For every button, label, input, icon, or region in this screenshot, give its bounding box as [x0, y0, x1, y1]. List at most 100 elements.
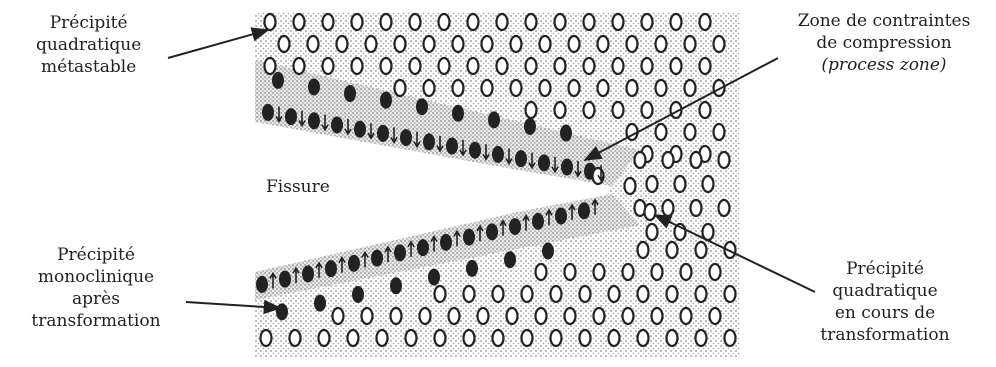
- open-circle: [645, 222, 659, 242]
- open-circle: [640, 12, 654, 32]
- compression-arrow: [476, 224, 484, 242]
- filled-circle: [578, 202, 590, 220]
- open-circle: [567, 34, 581, 54]
- compression-arrow: [321, 114, 329, 132]
- open-circle: [462, 328, 476, 348]
- open-circle: [462, 284, 476, 304]
- open-circle: [694, 240, 708, 260]
- filled-circle: [538, 154, 550, 172]
- open-circle: [673, 174, 687, 194]
- open-circle: [611, 100, 625, 120]
- label-transformation: Précipité quadratique en cours de transf…: [820, 259, 950, 345]
- open-circle: [505, 306, 519, 326]
- open-circle: [633, 150, 647, 170]
- open-circle: [665, 328, 679, 348]
- leader-monoclinique: [185, 299, 282, 315]
- filled-circle: [532, 212, 544, 230]
- open-circle: [524, 12, 538, 32]
- open-circle: [321, 12, 335, 32]
- open-circle: [553, 12, 567, 32]
- open-circle: [480, 78, 494, 98]
- open-circle: [717, 198, 731, 218]
- open-circle: [567, 78, 581, 98]
- open-circle: [491, 284, 505, 304]
- open-circle: [335, 34, 349, 54]
- open-circle: [389, 306, 403, 326]
- open-circle: [636, 328, 650, 348]
- open-circle: [393, 78, 407, 98]
- label-monoclinique: Précipité monoclinique après transformat…: [31, 245, 161, 331]
- open-circle: [694, 328, 708, 348]
- open-circle: [331, 306, 345, 326]
- open-circle: [698, 56, 712, 76]
- open-circle: [408, 12, 422, 32]
- open-circle: [263, 12, 277, 32]
- open-circle: [625, 34, 639, 54]
- open-circle: [650, 306, 664, 326]
- filled-circle: [352, 285, 364, 303]
- open-circle: [524, 100, 538, 120]
- filled-circle: [302, 265, 314, 283]
- open-circle: [288, 328, 302, 348]
- open-circle: [524, 56, 538, 76]
- open-circle: [650, 262, 664, 282]
- filled-circle: [440, 233, 452, 251]
- open-circle: [645, 174, 659, 194]
- label-metastable: Précipité quadratique métastable: [36, 13, 142, 77]
- leader-metastable: [167, 27, 270, 59]
- open-circle: [375, 328, 389, 348]
- compression-arrow: [551, 156, 559, 174]
- open-circle: [466, 12, 480, 32]
- filled-circle: [466, 259, 478, 277]
- open-circle: [549, 328, 563, 348]
- open-circle: [683, 122, 697, 142]
- material-lower: [255, 195, 740, 358]
- compression-arrow: [338, 256, 346, 273]
- open-circle: [698, 100, 712, 120]
- compression-arrow: [361, 250, 369, 268]
- open-circle: [306, 34, 320, 54]
- open-circle: [712, 34, 726, 54]
- open-circle: [698, 12, 712, 32]
- open-circle: [708, 306, 722, 326]
- open-circle: [717, 150, 731, 170]
- open-circle: [451, 78, 465, 98]
- open-circle: [665, 240, 679, 260]
- compression-arrow: [453, 229, 461, 247]
- open-circle: [379, 56, 393, 76]
- open-circle: [520, 328, 534, 348]
- open-circle: [350, 56, 364, 76]
- open-circle: [437, 12, 451, 32]
- open-circle: [538, 34, 552, 54]
- filled-circle: [354, 120, 366, 138]
- open-circle: [582, 56, 596, 76]
- open-circle: [433, 284, 447, 304]
- open-circle: [321, 56, 335, 76]
- compression-arrow: [367, 123, 375, 140]
- open-circle: [723, 284, 737, 304]
- filled-circle: [308, 112, 320, 130]
- compression-arrow: [315, 261, 323, 278]
- compression-arrow: [413, 131, 421, 149]
- open-circle: [563, 306, 577, 326]
- open-circle: [661, 150, 675, 170]
- compression-arrow: [298, 110, 306, 128]
- filled-circle: [428, 268, 440, 286]
- open-circle: [683, 78, 697, 98]
- open-circle: [625, 78, 639, 98]
- open-circle: [640, 56, 654, 76]
- crack-wedge: [255, 122, 605, 272]
- open-circle: [661, 198, 675, 218]
- compression-arrow: [528, 152, 536, 170]
- filled-circle: [452, 104, 464, 122]
- open-circle: [480, 34, 494, 54]
- filled-circle: [314, 294, 326, 312]
- filled-circle: [348, 254, 360, 272]
- open-circle: [509, 34, 523, 54]
- open-circle: [669, 56, 683, 76]
- open-circle: [534, 306, 548, 326]
- open-circle: [534, 262, 548, 282]
- leader-transformation: [653, 214, 816, 293]
- compression-arrow: [591, 198, 599, 215]
- open-circle: [578, 284, 592, 304]
